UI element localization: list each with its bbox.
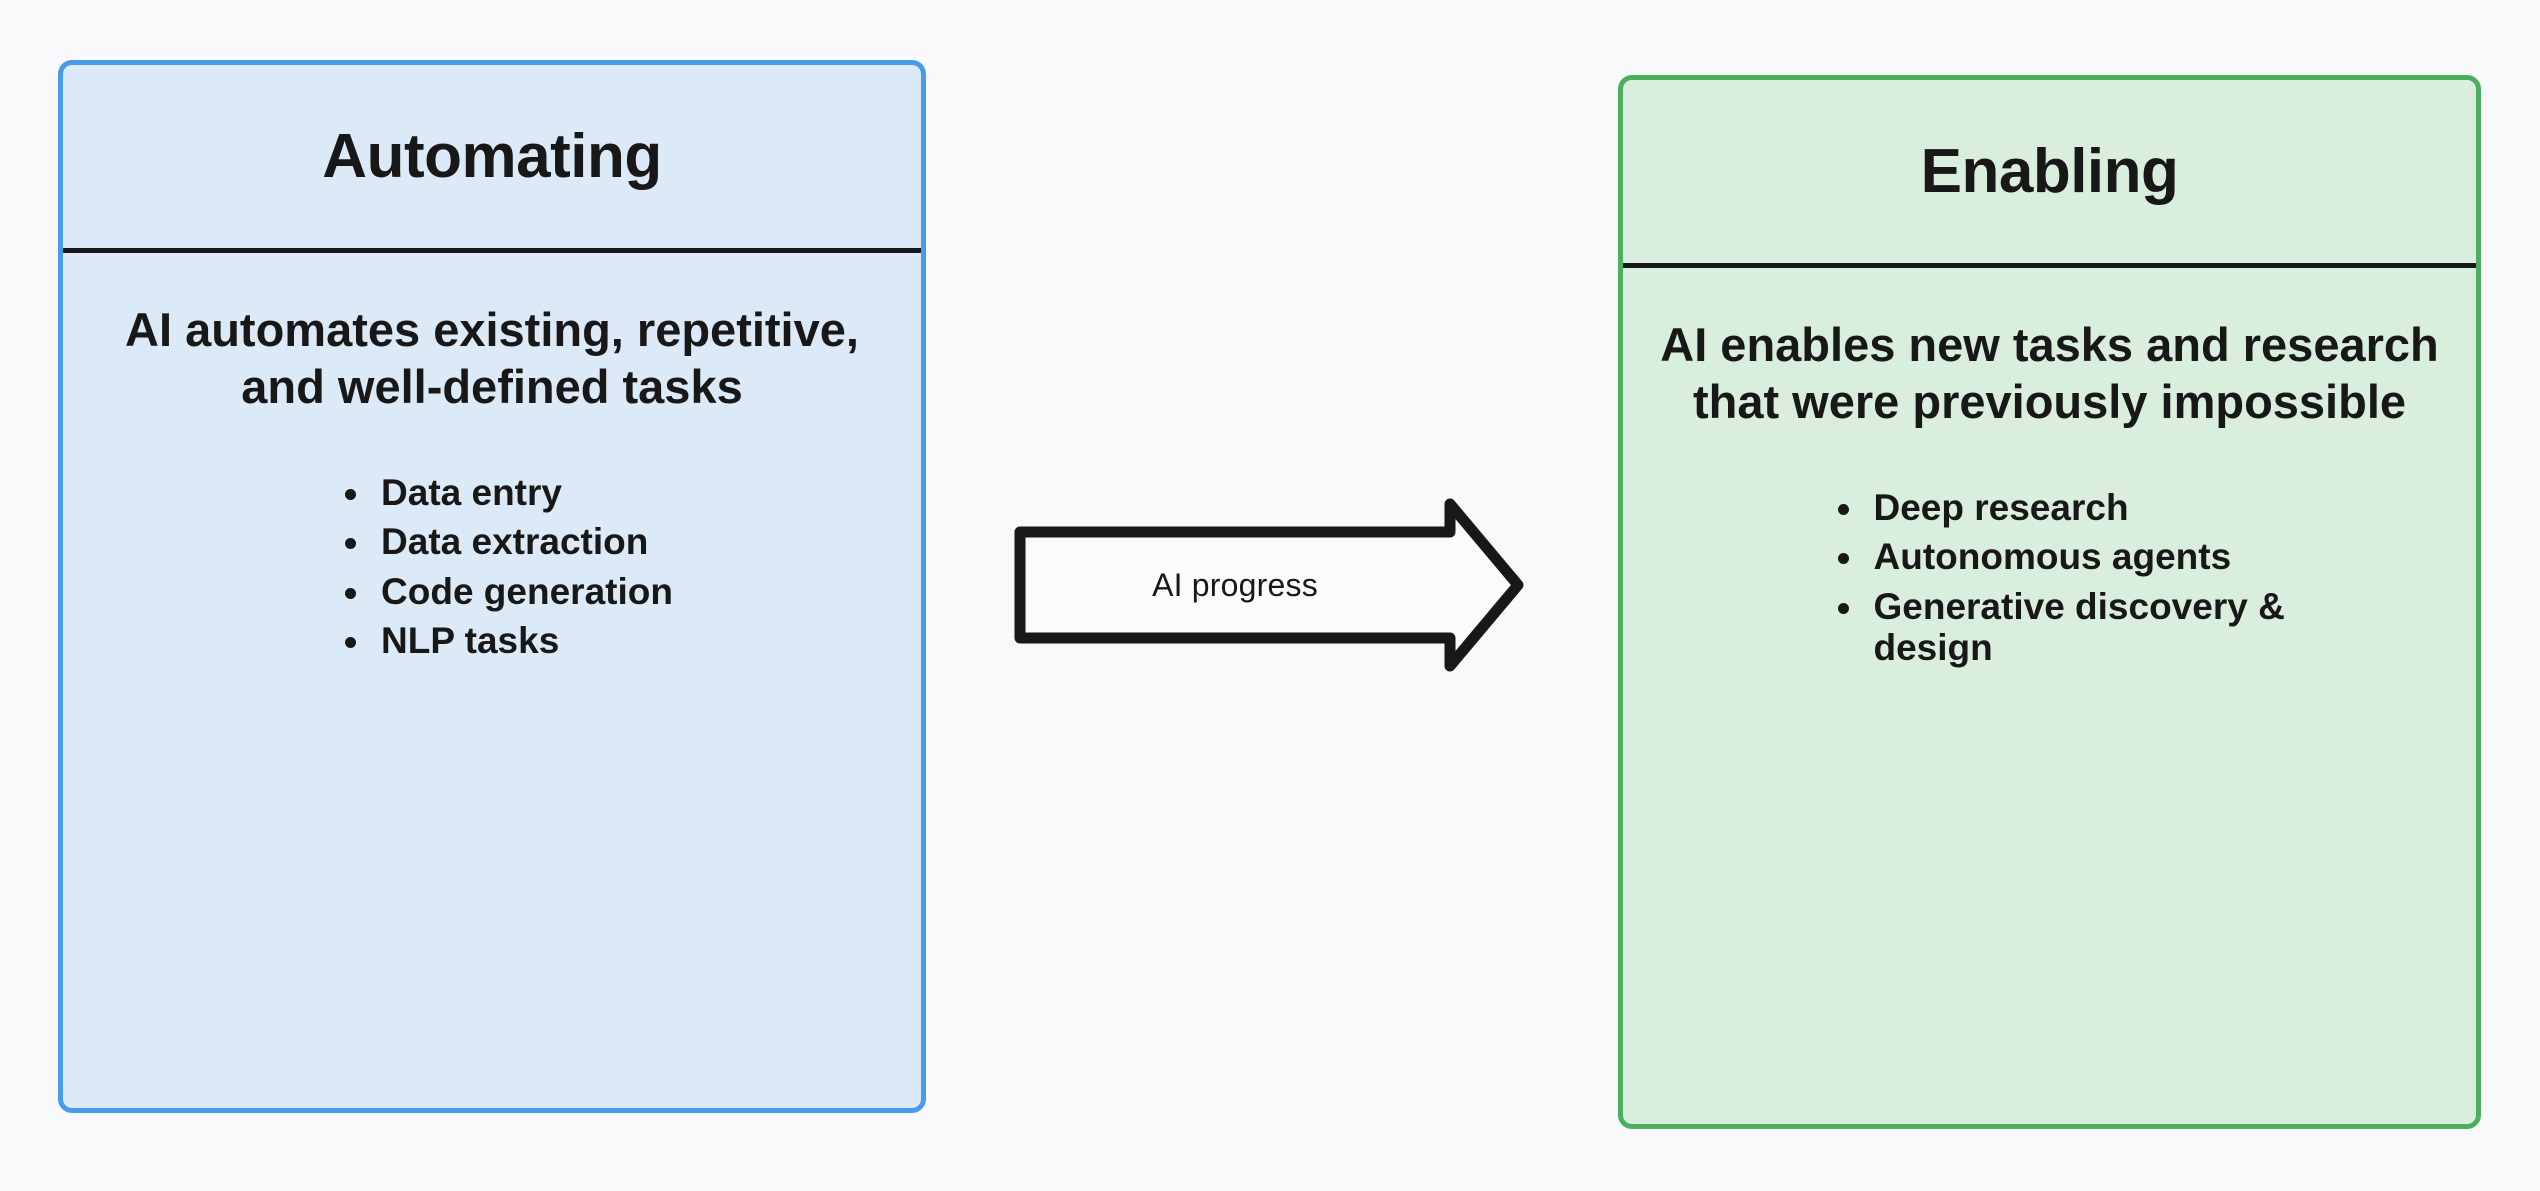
card-automating-bullet-list: Data entry Data extraction Code generati… — [339, 472, 673, 670]
card-automating-divider — [63, 248, 921, 253]
card-automating[interactable]: Automating AI automates existing, repeti… — [58, 60, 926, 1113]
card-enabling-divider — [1623, 263, 2476, 268]
list-item: Autonomous agents — [1832, 536, 2294, 577]
list-item: Deep research — [1832, 487, 2294, 528]
card-enabling-title: Enabling — [1920, 136, 2179, 206]
card-automating-description: AI automates existing, repetitive, and w… — [125, 303, 859, 414]
card-enabling[interactable]: Enabling AI enables new tasks and resear… — [1618, 75, 2481, 1129]
card-enabling-description: AI enables new tasks and research that w… — [1660, 318, 2439, 429]
list-item: Generative discovery & design — [1832, 586, 2294, 669]
connector-arrow-group: AI progress — [1000, 490, 1530, 680]
card-enabling-header: Enabling — [1623, 80, 2476, 263]
list-item: NLP tasks — [339, 620, 673, 661]
list-item: Data entry — [339, 472, 673, 513]
list-item: Code generation — [339, 571, 673, 612]
connector-arrow-label: AI progress — [1152, 566, 1318, 603]
card-automating-header: Automating — [63, 65, 921, 248]
card-automating-body: AI automates existing, repetitive, and w… — [63, 253, 921, 1108]
right-block-arrow-icon — [1014, 498, 1524, 672]
list-item: Data extraction — [339, 521, 673, 562]
card-automating-title: Automating — [322, 121, 662, 191]
card-enabling-body: AI enables new tasks and research that w… — [1623, 268, 2476, 1124]
card-enabling-bullet-list: Deep research Autonomous agents Generati… — [1832, 487, 2294, 677]
